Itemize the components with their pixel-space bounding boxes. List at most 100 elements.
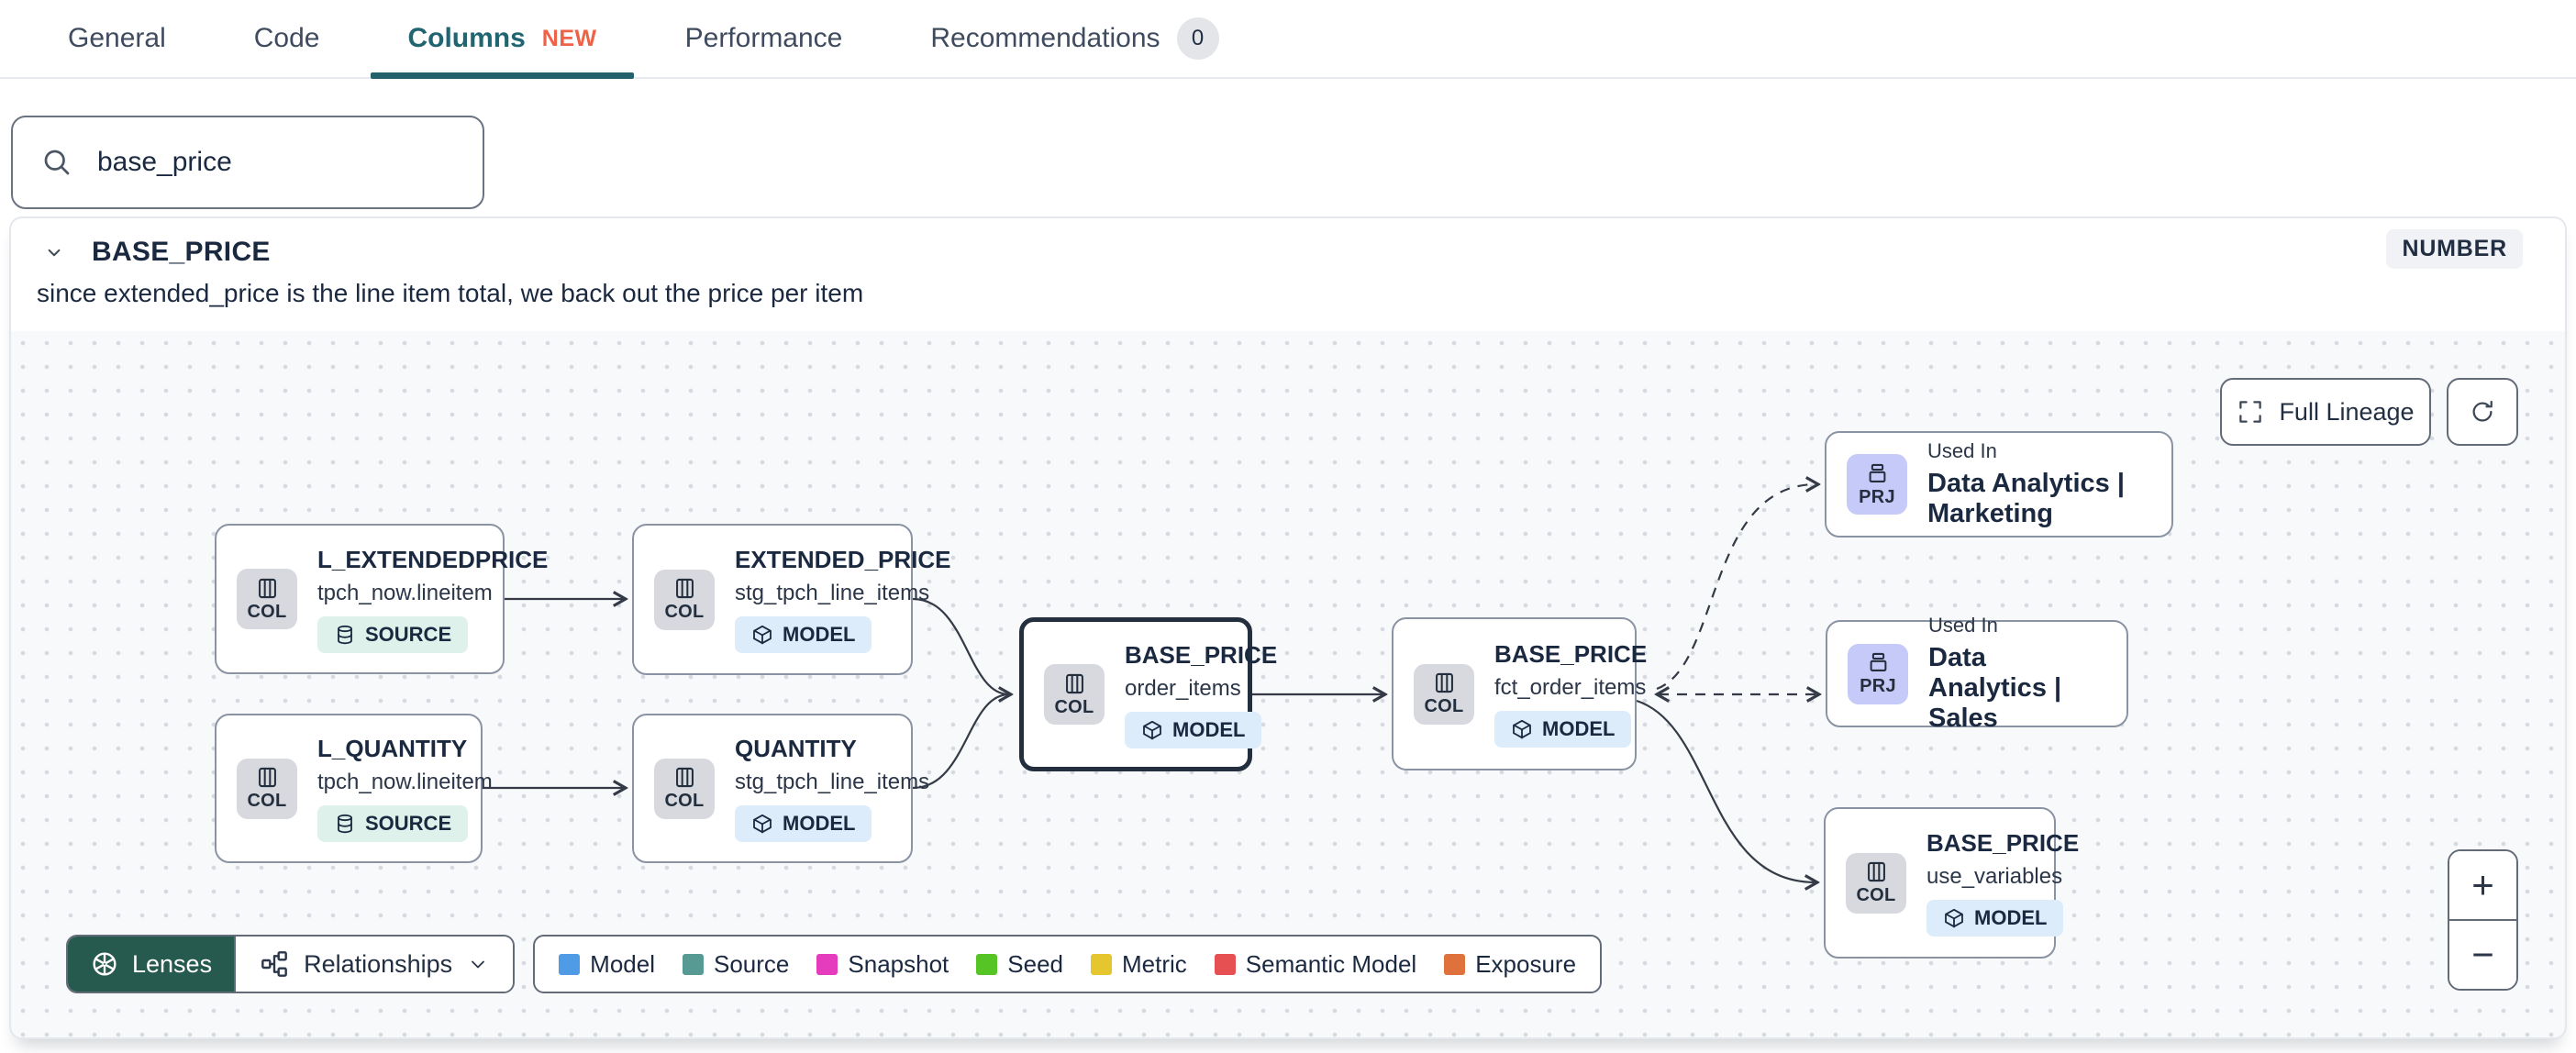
lenses-segment: Lenses Relationships — [66, 935, 516, 993]
model-badge: MODEL — [1926, 900, 2064, 937]
tab-label: Columns — [407, 23, 526, 53]
col-kind-badge: COL — [237, 758, 297, 819]
prj-kind-badge: PRJ — [1848, 643, 1908, 704]
legend-swatch — [1091, 953, 1112, 975]
refresh-icon — [2472, 400, 2493, 422]
relationships-dropdown[interactable]: Relationships — [234, 937, 514, 992]
model-badge: MODEL — [735, 805, 872, 842]
node-title: L_QUANTITY — [317, 735, 468, 762]
col-kind-badge: COL — [1414, 663, 1474, 725]
legend-swatch — [559, 953, 581, 975]
cube-icon — [1513, 719, 1531, 739]
columns-icon — [1065, 673, 1083, 693]
relationships-icon — [261, 951, 287, 977]
node-subtitle: tpch_now.lineitem — [317, 580, 493, 605]
lineage-node-used-in-marketing[interactable]: PRJ Used In Data Analytics | Marketing — [1825, 431, 2173, 538]
tab-recommendations[interactable]: Recommendations 0 — [886, 0, 1262, 77]
legend-swatch — [1214, 953, 1236, 975]
node-title: BASE_PRICE — [1494, 640, 1648, 668]
search-row: base_price — [0, 79, 2576, 209]
used-in-label: Used In — [1928, 614, 1998, 637]
expand-icon — [2239, 401, 2262, 423]
column-description: since extended_price is the line item to… — [37, 279, 864, 307]
tab-general[interactable]: General — [24, 0, 210, 77]
lineage-node-base-price-use-variables[interactable]: COL BASE_PRICE use_variables MODEL — [1824, 807, 2079, 959]
legend-item-snapshot: Snapshot — [816, 950, 949, 979]
search-icon — [44, 150, 70, 175]
project-icon — [1870, 652, 1886, 671]
cube-icon — [753, 814, 772, 834]
full-lineage-button[interactable]: Full Lineage — [2220, 378, 2431, 446]
lineage-node-base-price-fct-order-items[interactable]: COL BASE_PRICE fct_order_items MODEL — [1392, 617, 1647, 770]
col-kind-badge: COL — [237, 569, 297, 629]
legend-item-exposure: Exposure — [1444, 950, 1576, 979]
tab-label: Code — [253, 23, 320, 53]
zoom-out-button[interactable]: − — [2449, 921, 2516, 989]
tab-code[interactable]: Code — [210, 0, 364, 77]
lineage-node-extended-price[interactable]: COL EXTENDED_PRICE stg_tpch_line_items M… — [632, 524, 951, 675]
model-badge: MODEL — [735, 616, 872, 653]
column-type-badge: NUMBER — [2386, 229, 2523, 269]
tab-label: Performance — [684, 23, 843, 53]
database-icon — [338, 814, 352, 834]
columns-icon — [675, 578, 694, 599]
chevron-down-icon[interactable] — [42, 240, 66, 264]
used-in-label: Used In — [1927, 439, 1997, 462]
zoom-in-button[interactable]: + — [2449, 851, 2516, 921]
node-subtitle: tpch_now.lineitem — [317, 770, 493, 794]
column-card-header[interactable]: BASE_PRICE NUMBER — [11, 218, 2565, 272]
project-name: Data Analytics | Marketing — [1927, 469, 2125, 528]
tab-performance[interactable]: Performance — [641, 0, 887, 77]
legend-item-source: Source — [683, 950, 789, 979]
tab-label: General — [68, 23, 166, 53]
database-icon — [338, 625, 352, 644]
lineage-canvas[interactable]: COL L_EXTENDEDPRICE tpch_now.lineitem SO… — [11, 331, 2565, 1037]
node-subtitle: order_items — [1125, 675, 1241, 701]
column-card: BASE_PRICE NUMBER since extended_price i… — [9, 216, 2567, 1039]
project-icon — [1869, 463, 1885, 482]
columns-icon — [258, 767, 276, 788]
source-badge: SOURCE — [317, 615, 469, 653]
legend-item-model: Model — [559, 950, 655, 979]
columns-icon — [258, 578, 276, 598]
node-title: QUANTITY — [735, 735, 857, 762]
count-badge: 0 — [1176, 17, 1219, 60]
cube-icon — [1945, 908, 1963, 928]
lineage-node-l-quantity[interactable]: COL L_QUANTITY tpch_now.lineitem SOURCE — [215, 714, 493, 863]
tab-label: Recommendations — [930, 23, 1160, 53]
lineage-node-base-price-order-items[interactable]: COL BASE_PRICE order_items MODEL — [1019, 617, 1277, 771]
node-subtitle: stg_tpch_line_items — [735, 770, 930, 794]
columns-icon — [675, 767, 694, 788]
search-input[interactable]: base_price — [11, 116, 484, 209]
lineage-edges — [483, 331, 2565, 1037]
columns-icon — [1435, 672, 1453, 693]
tab-bar: General Code Columns NEW Performance Rec… — [0, 0, 2576, 79]
zoom-control: + − — [2448, 849, 2518, 991]
legend-swatch — [1444, 953, 1466, 975]
model-badge: MODEL — [1125, 711, 1262, 748]
columns-icon — [1867, 861, 1885, 882]
node-subtitle: fct_order_items — [1494, 675, 1647, 700]
node-title: L_EXTENDEDPRICE — [317, 545, 549, 573]
node-title: BASE_PRICE — [1125, 640, 1278, 669]
col-kind-badge: COL — [1846, 852, 1906, 914]
new-badge: NEW — [541, 25, 597, 51]
cube-icon — [753, 625, 772, 645]
tab-columns[interactable]: Columns NEW — [363, 0, 640, 79]
col-kind-badge: COL — [1044, 664, 1105, 725]
col-kind-badge: COL — [654, 569, 715, 630]
lineage-node-l-extendedprice[interactable]: COL L_EXTENDEDPRICE tpch_now.lineitem SO… — [215, 524, 548, 674]
lineage-node-used-in-sales[interactable]: PRJ Used In Data Analytics | Sales — [1826, 614, 2128, 733]
lineage-toolbar: Lenses Relationships — [66, 935, 1603, 993]
project-name: Data Analytics | Sales — [1928, 643, 2062, 733]
node-title: BASE_PRICE — [1926, 829, 2080, 857]
aperture-icon — [93, 952, 117, 976]
refresh-button[interactable] — [2447, 378, 2518, 446]
chevron-down-icon — [472, 960, 485, 969]
legend-swatch — [976, 953, 998, 975]
lenses-button[interactable]: Lenses — [68, 937, 235, 992]
node-title: EXTENDED_PRICE — [735, 546, 951, 573]
lineage-node-quantity[interactable]: COL QUANTITY stg_tpch_line_items MODEL — [632, 714, 929, 863]
prj-kind-badge: PRJ — [1847, 454, 1907, 515]
legend-item-semantic-model: Semantic Model — [1214, 950, 1416, 979]
